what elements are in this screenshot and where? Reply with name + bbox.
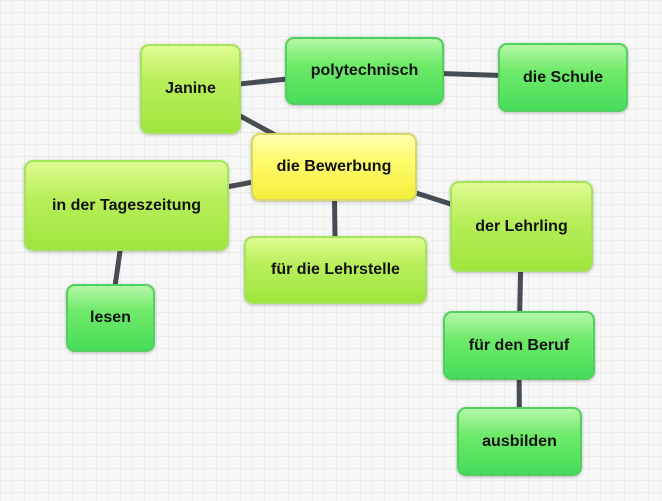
node-die-schule[interactable]: die Schule	[498, 43, 628, 112]
node-in-der-tageszeitung[interactable]: in der Tageszeitung	[24, 160, 229, 251]
node-lesen[interactable]: lesen	[66, 284, 155, 352]
node-der-lehrling[interactable]: der Lehrling	[450, 181, 593, 272]
node-ausbilden[interactable]: ausbilden	[457, 407, 582, 476]
node-polytechnisch[interactable]: polytechnisch	[285, 37, 444, 105]
node-die-bewerbung[interactable]: die Bewerbung	[251, 133, 417, 201]
node-fuer-den-beruf[interactable]: für den Beruf	[443, 311, 595, 380]
node-janine[interactable]: Janine	[140, 44, 241, 134]
node-fuer-die-lehrstelle[interactable]: für die Lehrstelle	[244, 236, 427, 304]
